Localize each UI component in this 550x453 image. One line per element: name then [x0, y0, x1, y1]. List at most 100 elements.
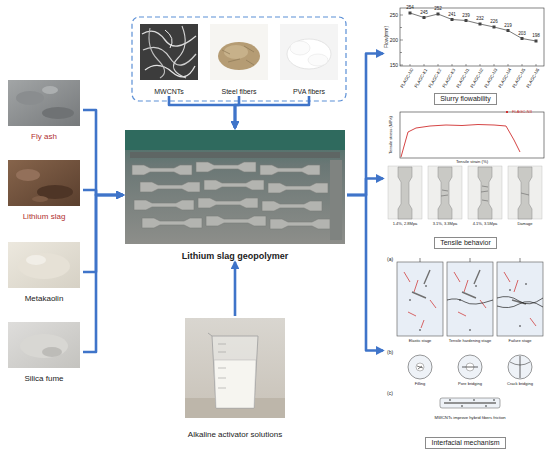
- mechanism-stage-sketch: [497, 297, 543, 308]
- mwcnt-sem-photo: [149, 28, 165, 78]
- annotation-label: Pore bridging: [458, 382, 482, 386]
- activator-beaker-photo: [214, 360, 256, 408]
- panel-caption: Interfacial mechanism: [425, 437, 505, 449]
- chart-label: Flow(mm): [384, 26, 389, 48]
- flowability-chart: [451, 18, 454, 21]
- chart-label: 245: [420, 10, 428, 15]
- chart-label: 252: [434, 7, 442, 12]
- node-caption: Lithium slag geopolymer: [123, 252, 347, 262]
- tensile-specimen-photos: [388, 166, 542, 219]
- chart-label: 254: [406, 6, 414, 11]
- mechanism-effect-sketch: [462, 367, 478, 368]
- chart-label: 232: [476, 17, 484, 22]
- mechanism-stage-sketch: [419, 329, 421, 331]
- chart-label: 203: [518, 31, 526, 36]
- chart-label: FLAGC-N5: [512, 68, 527, 89]
- geopolymer-specimens-photo: [125, 130, 345, 244]
- node-caption: Lithium slag: [5, 213, 83, 222]
- additives-group: [132, 17, 346, 101]
- flowability-chart: [423, 16, 426, 19]
- tensile-chart: [400, 111, 544, 158]
- geopolymer-specimens-photo: [270, 219, 330, 229]
- mechanism-stage-sketch: [409, 299, 411, 301]
- photo-label: Fly ash: [5, 133, 83, 142]
- activator-beaker-photo: [208, 333, 212, 336]
- flowability-chart: [493, 26, 496, 29]
- mechanism-effect-sketch: [458, 355, 482, 379]
- pva-fibers-photo: [280, 24, 338, 80]
- annotation-label: Failure stage: [508, 339, 531, 343]
- tensile-specimen-photos: [398, 167, 412, 219]
- tensile-chart: [506, 111, 508, 113]
- mechanism-stage-sketch: [462, 270, 480, 298]
- node-caption: Alkaline activator solutions: [175, 431, 295, 440]
- chart-label: 241: [448, 12, 456, 17]
- mechanism-friction-sketch: [485, 405, 487, 407]
- chart-label: 200: [390, 38, 398, 43]
- flow-arrow: [234, 262, 237, 316]
- activator-beaker-photo: [185, 318, 285, 418]
- chart-label: FLAGC-N3: [484, 68, 499, 89]
- metakaolin-photo: [8, 242, 80, 288]
- flowability-chart: [521, 37, 524, 40]
- annotation-label: MWCNTs improve hybrid fibers friction: [434, 416, 505, 420]
- node-caption: Slurry flowability: [383, 87, 548, 105]
- annotation-label: Damage: [517, 222, 532, 226]
- chart-label: 226: [490, 20, 498, 25]
- tensile-specimen-photos: [388, 166, 422, 219]
- chart-label: FLAGC-K1: [414, 68, 429, 89]
- geopolymer-specimens-photo: [142, 218, 202, 228]
- mechanism-stage-sketch: [447, 299, 493, 304]
- geopolymer-specimens-photo: [260, 165, 320, 175]
- flow-arrow: [347, 195, 383, 351]
- mechanism-stage-sketch: [509, 289, 511, 291]
- node-caption: Tensile behavior: [383, 231, 548, 249]
- photo-label: Metakaolin: [5, 295, 83, 304]
- annotation-label: Tensile stress (MPa): [389, 116, 393, 154]
- annotation-label: Filling: [415, 382, 425, 386]
- mechanism-effect-sketch: [416, 363, 424, 371]
- tensile-specimen-photos: [438, 167, 452, 219]
- geopolymer-specimens-photo: [125, 130, 345, 244]
- chart-label: 239: [462, 13, 470, 18]
- mechanism-stage-sketch: [454, 272, 486, 316]
- mechanism-stage-sketch: [525, 283, 527, 285]
- node-caption: Metakaolin: [5, 295, 83, 304]
- mechanism-stage-sketch: [397, 262, 443, 336]
- pva-fibers-photo: [280, 24, 338, 80]
- steel-fibers-photo: [222, 46, 254, 65]
- photo-label: Lithium slag: [5, 213, 83, 222]
- mechanism-stage-sketch: [497, 262, 543, 336]
- mechanism-stage-sketch: [412, 270, 430, 298]
- flowability-chart: [400, 15, 403, 65]
- chart-label: 250: [390, 13, 398, 18]
- mwcnt-sem-photo: [140, 24, 198, 80]
- metakaolin-photo: [18, 253, 70, 279]
- tensile-specimen-photos: [428, 166, 462, 219]
- fly-ash-photo: [42, 107, 74, 119]
- silica-fume-photo: [42, 347, 62, 357]
- result-panel: Tensile behavior: [383, 108, 548, 249]
- material-photo-node: PVA fibers: [278, 22, 340, 96]
- geopolymer-specimens-photo: [330, 160, 342, 240]
- annotation-label: 4.1%, 3.5Mpa: [473, 222, 498, 226]
- material-photo-node: Alkaline activator solutions: [175, 316, 295, 440]
- panel-caption: Slurry flowability: [434, 93, 497, 105]
- annotation-label: Tensile strain (%): [456, 160, 488, 164]
- mechanism-friction-sketch: [461, 405, 463, 407]
- steel-fibers-photo: [210, 24, 268, 80]
- mechanism-friction-sketch: [440, 398, 500, 408]
- fly-ash-photo: [8, 80, 80, 126]
- flow-arrow: [83, 190, 123, 195]
- photo-label: MWCNTs: [138, 88, 200, 96]
- material-photo-node: Lithium slag: [5, 158, 83, 222]
- tensile-specimen-photos: [508, 166, 542, 219]
- chart-label: FLAGC-N0: [400, 68, 415, 89]
- annotation-label: FLAGC-N3: [512, 110, 532, 114]
- geopolymer-specimens-photo: [140, 182, 200, 192]
- result-panel: Slurry flowability: [383, 2, 548, 105]
- lithium-slag-photo: [16, 169, 40, 181]
- node-caption: Silica fume: [5, 375, 83, 384]
